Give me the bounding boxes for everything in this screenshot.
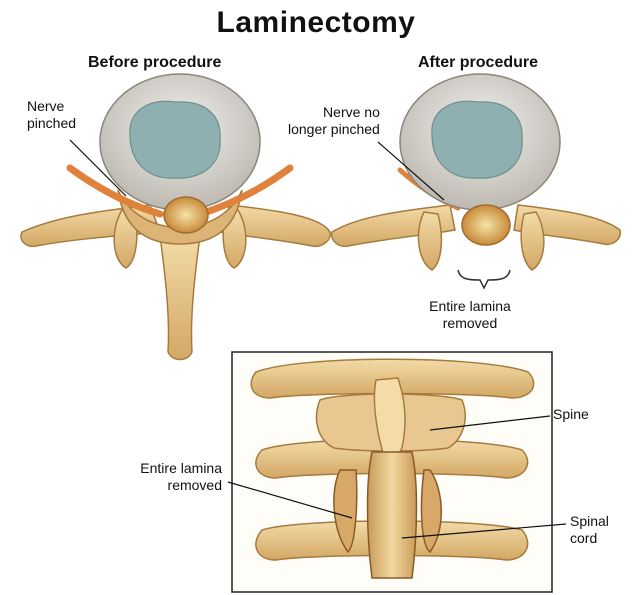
label-spinal-cord-line2: cord <box>570 530 609 547</box>
label-spinal-cord: Spinal cord <box>570 513 609 547</box>
inset-panel <box>232 352 552 592</box>
removed-bracket <box>458 270 510 288</box>
heading-before: Before procedure <box>88 54 221 72</box>
label-nerve-free: Nerve no longer pinched <box>288 104 380 138</box>
label-lamina-removed-inset-line1: Entire lamina <box>112 460 222 477</box>
nucleus-after <box>432 101 522 178</box>
label-spine: Spine <box>553 406 589 423</box>
label-nerve-free-line2: longer pinched <box>288 121 380 138</box>
label-lamina-removed-inset-line2: removed <box>112 477 222 494</box>
spinal-cord-after <box>462 205 510 245</box>
spinal-cord-inset <box>368 452 417 578</box>
label-spinal-cord-line1: Spinal <box>570 513 609 530</box>
label-lamina-removed-after-line1: Entire lamina <box>410 298 530 315</box>
label-lamina-removed-after-line2: removed <box>410 315 530 332</box>
label-lamina-removed-inset: Entire lamina removed <box>112 460 222 494</box>
diagram-title: Laminectomy <box>0 6 632 40</box>
facet-right-after <box>521 212 544 270</box>
spinal-cord-before <box>164 197 208 233</box>
label-nerve-free-line1: Nerve no <box>288 104 380 121</box>
nucleus-before <box>130 101 220 178</box>
facet-left-after <box>418 212 441 270</box>
label-lamina-removed-after: Entire lamina removed <box>410 298 530 332</box>
spinous-process-before <box>160 236 200 360</box>
label-nerve-pinched-line1: Nerve <box>27 98 76 115</box>
label-nerve-pinched-line2: pinched <box>27 115 76 132</box>
heading-after: After procedure <box>418 54 538 72</box>
label-nerve-pinched: Nerve pinched <box>27 98 76 132</box>
